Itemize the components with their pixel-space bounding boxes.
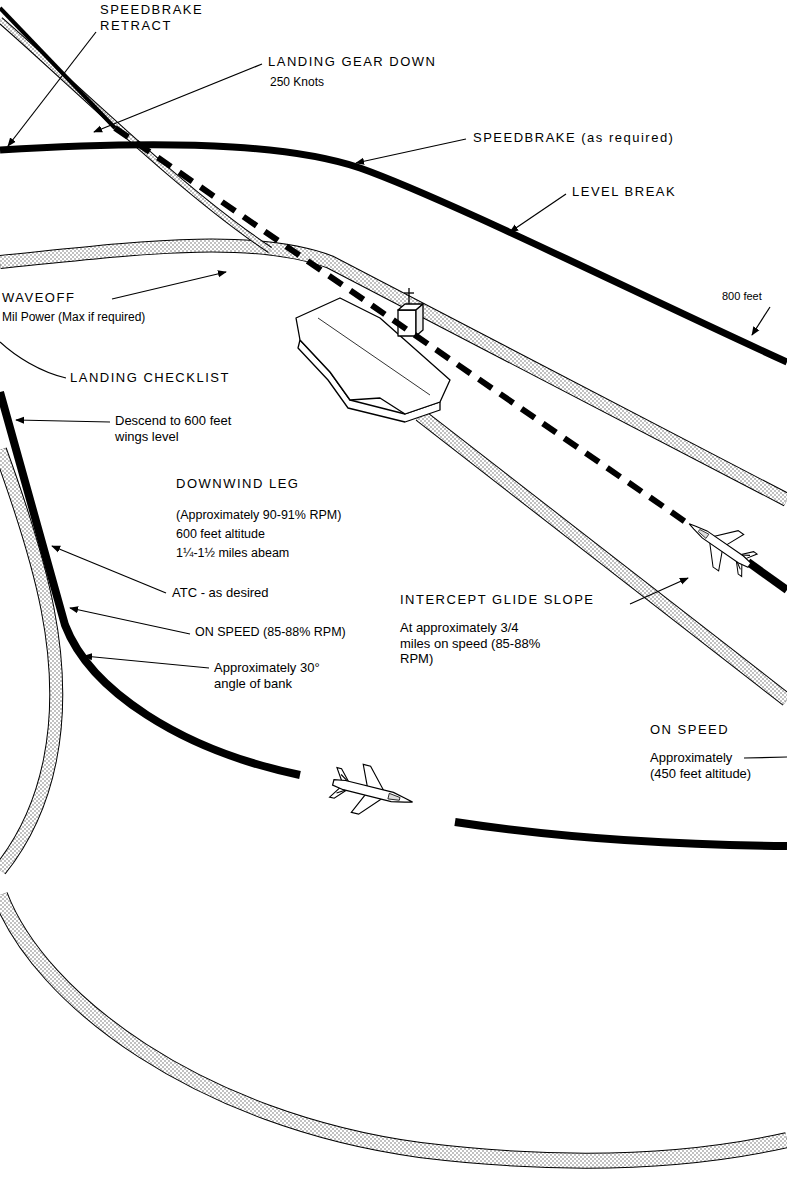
callout-label: SPEEDBRAKE RETRACT [100,2,225,33]
callout-note: Descend to 600 feet wings level [115,413,240,444]
callout-label: LANDING GEAR DOWN [268,54,437,70]
callout-label: INTERCEPT GLIDE SLOPE [400,592,595,608]
callout-note: Approximately 30° angle of bank [214,660,324,691]
aircraft-icon [677,506,762,584]
callout-label: SPEEDBRAKE (as required) [473,130,674,146]
pattern-track [0,8,787,846]
callout-note: 800 feet [722,290,762,303]
callout-label: LANDING CHECKLIST [70,370,230,386]
callout-note: ATC - as desired [172,585,269,601]
stippled-band [0,20,787,1161]
callout-note: Mil Power (Max if required) [2,310,145,324]
leg-heading: DOWNWIND LEG [176,476,299,492]
callout-label: LEVEL BREAK [572,184,676,200]
callout-note: At approximately 3/4 miles on speed (85-… [400,620,550,667]
leader-line [0,32,787,758]
callout-note: 600 feet altitude [176,527,265,542]
callout-label: ON SPEED [650,722,729,738]
callout-note: ON SPEED (85-88% RPM) [195,625,346,640]
callout-note: Approximately (450 feet altitude) [650,750,756,781]
callout-note: (Approximately 90-91% RPM) [176,508,341,523]
callout-label: WAVEOFF [2,290,75,306]
callout-note: 1¼-1½ miles abeam [176,546,289,561]
aircraft-icon [327,758,418,826]
callout-note: 250 Knots [270,75,324,89]
